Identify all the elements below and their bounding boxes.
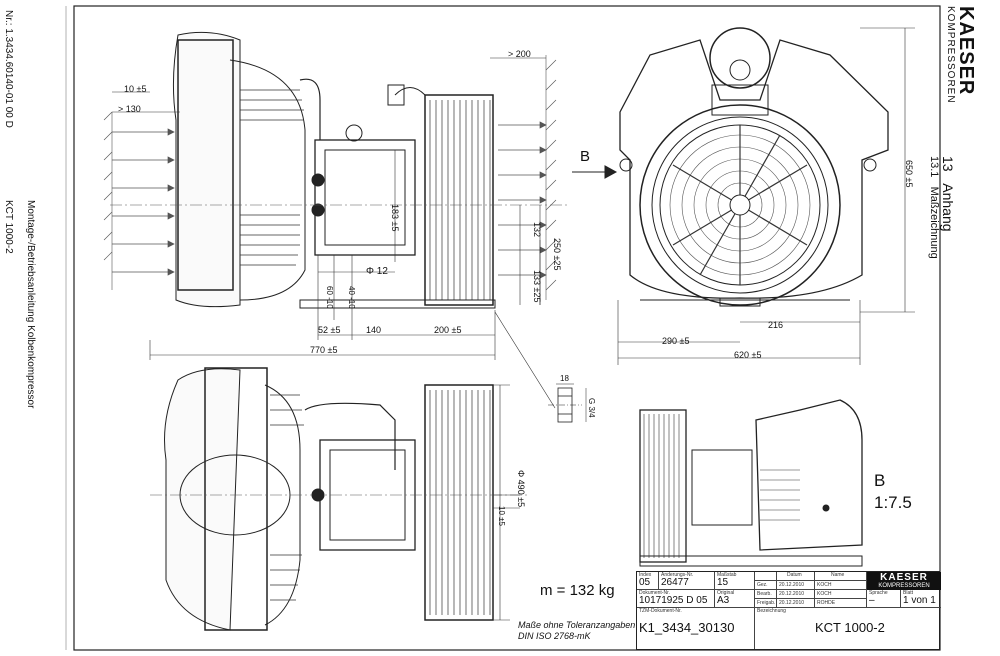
tb-language: Sprache – <box>867 590 901 608</box>
dim-60: 60 -10 <box>325 286 334 309</box>
detail-view-letter: B <box>874 471 886 490</box>
tb-date-head: Datum <box>777 572 815 581</box>
dim-770: 770 ±5 <box>310 345 338 355</box>
brand-name: KAESER <box>955 6 977 96</box>
manual-title: Montage-/Betriebsanleitung Kolbenkompres… <box>25 200 36 409</box>
tb-scale: Maßstab 15 <box>715 572 755 590</box>
view-b-marker: B <box>580 148 591 165</box>
tolerance-line-1: Maße ohne Toleranzangaben <box>518 620 636 630</box>
dim-620: 620 ±5 <box>734 350 762 360</box>
dimension-lines-front <box>112 57 546 360</box>
wall-hatch-left <box>103 111 113 290</box>
tb-name-head: Name <box>815 572 867 581</box>
dim-132: 132 <box>532 222 542 238</box>
dim-18: 18 <box>560 374 569 383</box>
view-b-arrow <box>572 165 618 179</box>
tb-designation: Bezeichnung KCT 1000-2 <box>757 608 885 635</box>
tb-logo: KAESER KOMPRESSOREN <box>867 572 941 590</box>
chapter-number: 13 <box>940 156 956 172</box>
side-view <box>619 27 889 307</box>
airflow-arrows-right <box>498 121 547 279</box>
dim-650: 650 ±5 <box>904 160 914 188</box>
detail-view-scale: 1:7.5 <box>874 493 912 512</box>
tolerance-note: Maße ohne Toleranzangaben DIN ISO 2768-m… <box>518 620 635 642</box>
section-title: Maßzeichnung <box>928 186 940 259</box>
dim-10: 10 ±5 <box>124 84 147 94</box>
doc-number: Nr.: 1.3434.60140-01 00 D <box>3 10 14 128</box>
detail-view-b <box>639 399 863 567</box>
tb-tzm-no: TZM-Dokument-Nr. K1_3434_30130 <box>637 608 755 649</box>
title-block: Index 05 Änderungs-Nr. 26477 Maßstab 15 … <box>636 571 941 650</box>
dim-216: 216 <box>768 320 784 330</box>
tb-sheet: Blatt 1 von 1 <box>901 590 941 608</box>
section-number: 13.1 <box>928 156 940 178</box>
dimension-lines-top <box>493 311 556 621</box>
brand-header: KAESER KOMPRESSOREN <box>945 6 977 104</box>
thread-detail <box>548 383 587 423</box>
dimension-lines-side <box>617 27 915 365</box>
dim-40: 40 -10 <box>347 286 356 309</box>
dim-10b: 10 ±5 <box>497 506 506 526</box>
brand-sub: KOMPRESSOREN <box>945 6 956 104</box>
wall-hatch <box>545 55 557 300</box>
tb-change-no: Änderungs-Nr. 26477 <box>659 572 715 590</box>
dim-140: 140 <box>366 325 382 335</box>
chapter-heading: 13 Anhang <box>940 156 956 232</box>
tb-doc-no: Dokument-Nr. 10171925 D 05 <box>637 590 715 608</box>
dim-290: 290 ±5 <box>662 336 690 346</box>
dim-133: 133 ±25 <box>532 270 542 303</box>
dim-g34: G 3/4 <box>587 398 596 418</box>
front-view <box>110 31 570 309</box>
detail-view-label: B 1:7.5 <box>874 470 912 514</box>
airflow-arrows-left <box>112 128 175 276</box>
tb-original: Original A3 <box>715 590 755 608</box>
dim-clearance-200: > 200 <box>508 49 531 59</box>
model-name: KCT 1000-2 <box>3 200 14 254</box>
dim-200: 200 ±5 <box>434 325 462 335</box>
dim-phi-12: Φ 12 <box>366 266 388 277</box>
dim-52: 52 ±5 <box>318 325 341 335</box>
section-heading: 13.1 Maßzeichnung <box>928 156 940 259</box>
dim-183: 183 ±5 <box>390 204 400 232</box>
tolerance-line-2: DIN ISO 2768-mK <box>518 631 591 641</box>
mass-label: m = 132 kg <box>540 582 615 599</box>
sheet-frame <box>73 5 941 651</box>
tb-index: Index 05 <box>637 572 659 590</box>
dim-250: 250 ±25 <box>552 238 562 271</box>
top-view <box>150 367 530 631</box>
chapter-title: Anhang <box>940 183 956 232</box>
dim-clearance-130: > 130 <box>118 104 141 114</box>
dim-phi-490: Φ 490 ±5 <box>516 470 526 508</box>
